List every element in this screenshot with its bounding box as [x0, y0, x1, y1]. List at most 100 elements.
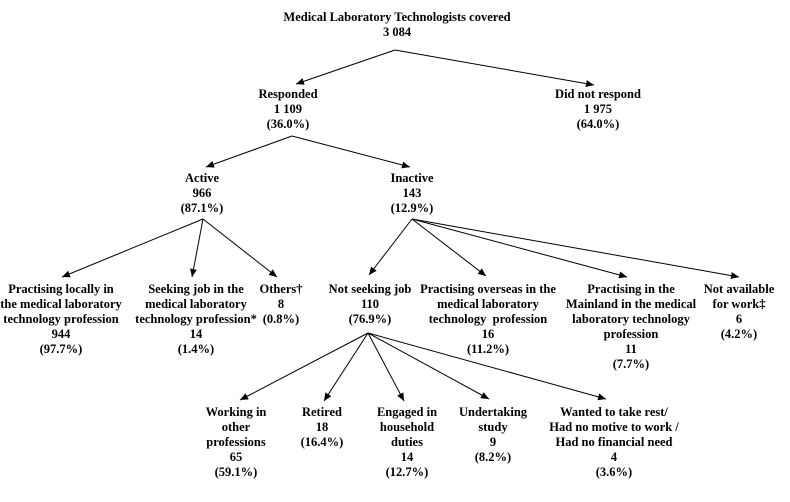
node-text-line: (8.2%): [474, 450, 512, 464]
node-text-line: 944: [51, 327, 71, 341]
node-text-line: Mainland in the medical: [565, 297, 697, 311]
node-text-line: profession: [603, 327, 659, 341]
node-text-line: Seeking job in the: [148, 282, 244, 296]
node-text-line: household: [379, 420, 435, 434]
node-text-line: Undertaking: [458, 405, 528, 419]
node-text-line: 143: [402, 186, 422, 200]
node-text-line: (7.7%): [612, 357, 650, 371]
node-text-line: Active: [184, 171, 220, 185]
node-text-line: Not available: [703, 282, 775, 296]
node-text-line: 16: [481, 327, 495, 341]
node-text-line: (16.4%): [300, 435, 344, 449]
node-text-line: Had no motive to work /: [549, 420, 679, 434]
node-root: Medical Laboratory Technologists covered…: [283, 10, 510, 40]
node-text-line: Medical Laboratory Technologists covered: [283, 10, 511, 24]
node-text-line: (12.9%): [390, 201, 434, 215]
node-text-line: Did not respond: [555, 87, 641, 101]
node-text-line: (3.6%): [595, 465, 633, 479]
node-text-line: 110: [360, 297, 380, 311]
edge-arrow-active-to-seeking_job: [190, 218, 204, 278]
node-text-line: (0.8%): [262, 312, 300, 326]
edge-arrow-inactive-to-mainland: [411, 218, 628, 279]
node-text-line: 1 109: [273, 102, 303, 116]
node-text-line: for work‡: [712, 297, 766, 311]
node-text-line: 14: [400, 450, 414, 464]
node-text-line: technology profession: [3, 312, 119, 326]
node-text-line: duties: [391, 435, 423, 449]
node-text-line: technology profession: [428, 312, 548, 326]
node-text-line: (12.7%): [385, 465, 429, 479]
node-text-line: 8: [277, 297, 285, 311]
edge-arrow-active-to-practising_locally: [61, 218, 204, 278]
node-text-line: Inactive: [390, 171, 434, 185]
node-text-line: 9: [489, 435, 497, 449]
node-text-line: technology profession*: [135, 312, 257, 326]
node-text-line: other: [221, 420, 251, 434]
node-text-line: Wanted to take rest/: [560, 405, 668, 419]
edge-arrow-not_seeking_job-to-working_other: [239, 332, 369, 401]
node-text-line: (1.4%): [177, 342, 215, 356]
node-text-line: Retired: [301, 405, 343, 419]
node-text-line: 18: [315, 420, 329, 434]
node-text-line: (76.9%): [348, 312, 392, 326]
node-text-line: Others†: [259, 282, 303, 296]
node-text-line: laboratory technology: [572, 312, 690, 326]
node-text-line: study: [478, 420, 508, 434]
node-text-line: 14: [189, 327, 203, 341]
node-text-line: (36.0%): [266, 117, 310, 131]
edge-arrow-root-to-responded: [295, 49, 396, 85]
node-text-line: professions: [206, 435, 266, 449]
edge-arrow-inactive-to-not_available: [411, 218, 740, 280]
node-text-line: (11.2%): [466, 342, 509, 356]
node-text-line: (97.7%): [39, 342, 83, 356]
node-text-line: Working in: [205, 405, 267, 419]
node-text-line: (87.1%): [180, 201, 224, 215]
node-text-line: (59.1%): [214, 465, 258, 479]
node-text-line: 3 084: [382, 25, 412, 39]
node-text-line: Responded: [258, 87, 318, 101]
node-text-line: Practising overseas in the: [420, 282, 556, 296]
node-text-line: Engaged in: [376, 405, 438, 419]
node-text-line: medical laboratory: [437, 297, 539, 311]
node-text-line: 4: [610, 450, 618, 464]
node-text-line: 11: [625, 342, 637, 356]
edge-arrow-responded-to-inactive: [291, 135, 411, 169]
edge-arrow-not_seeking_job-to-wanted_rest: [367, 332, 607, 401]
node-text-line: 1 975: [583, 102, 613, 116]
node-text-line: 65: [229, 450, 243, 464]
node-text-line: Had no financial need: [555, 435, 673, 449]
node-wanted-rest: Wanted to take rest/Had no motive to wor…: [549, 405, 679, 480]
node-text-line: (4.2%): [720, 327, 758, 341]
edge-arrow-not_seeking_job-to-engaged_household: [367, 332, 405, 402]
node-text-line: 966: [192, 186, 212, 200]
edge-arrow-responded-to-active: [205, 135, 293, 168]
edge-arrow-not_seeking_job-to-retired: [323, 332, 369, 402]
node-text-line: the medical laboratory: [0, 297, 122, 311]
edge-arrow-inactive-to-not_seeking_job: [368, 218, 413, 276]
edge-arrow-active-to-others: [202, 218, 278, 278]
node-text-line: Practising in the: [587, 282, 675, 296]
node-text-line: 6: [735, 312, 743, 326]
edge-arrow-inactive-to-practising_overseas: [411, 218, 487, 277]
edge-arrow-root-to-did_not_respond: [394, 49, 595, 88]
node-text-line: (64.0%): [576, 117, 620, 131]
node-text-line: Not seeking job: [328, 282, 412, 296]
node-others: Others†8(0.8%): [259, 282, 302, 327]
node-text-line: Practising locally in: [8, 282, 114, 296]
